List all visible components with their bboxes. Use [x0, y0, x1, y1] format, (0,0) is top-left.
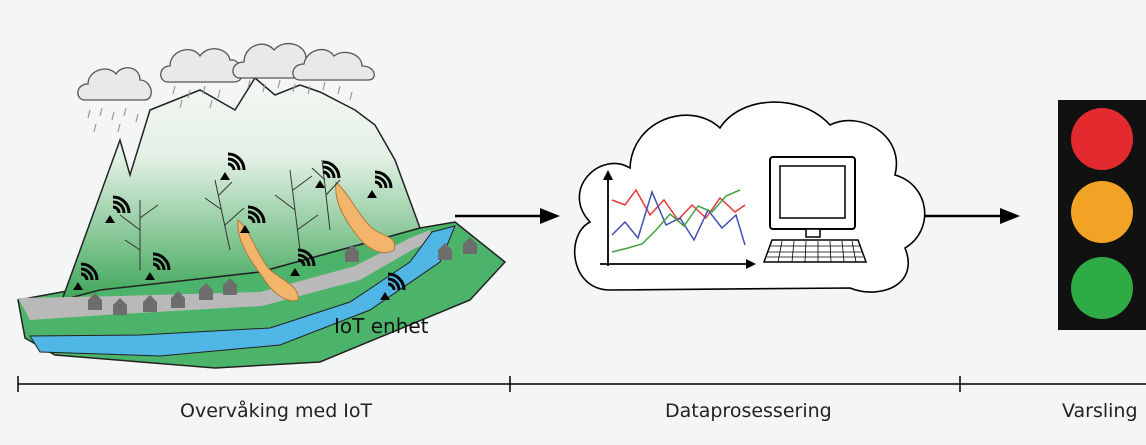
landslide — [237, 219, 299, 302]
line-graph-icon — [600, 170, 756, 269]
stage-label-monitoring: Overvåking med IoT — [180, 400, 373, 422]
stage-label-warning: Varsling — [1062, 400, 1138, 422]
cloud-icon — [160, 48, 243, 83]
computer-icon — [762, 156, 868, 263]
trees — [119, 159, 341, 270]
river — [29, 225, 456, 357]
red-light — [1071, 108, 1133, 170]
clouds — [77, 42, 375, 101]
amber-light — [1071, 181, 1133, 243]
arrow-icon — [913, 208, 1020, 224]
iot-device-label: IoT enhet — [334, 314, 429, 338]
rain-icon — [87, 79, 353, 133]
traffic-light-icon — [1058, 100, 1146, 330]
road — [18, 230, 432, 320]
arrow-icon — [455, 208, 560, 224]
green-light — [1071, 257, 1133, 319]
processing-cloud — [573, 101, 926, 293]
landslide — [335, 180, 396, 254]
cloud-icon — [292, 48, 375, 81]
mountain — [60, 76, 421, 302]
landscape-illustration — [17, 42, 507, 369]
stage-label-processing: Dataprosessering — [665, 400, 832, 422]
cloud-icon — [77, 67, 152, 101]
stage-timeline — [17, 376, 1146, 392]
